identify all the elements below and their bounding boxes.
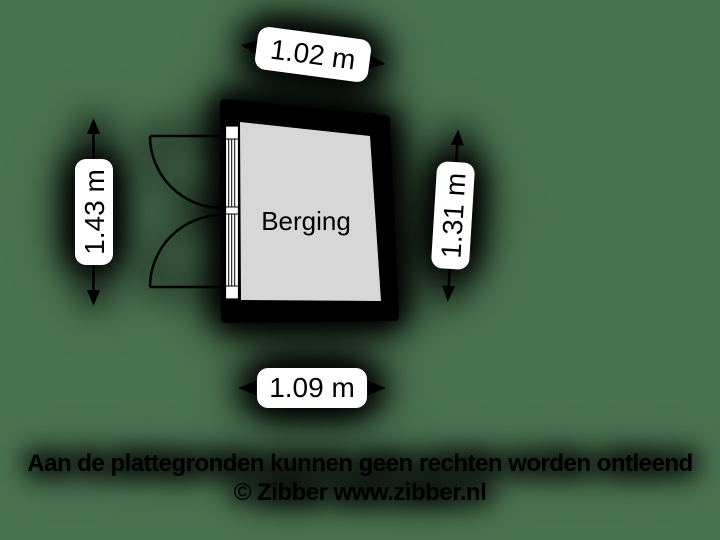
dimension-pill [75,159,113,265]
dimension-right: 1.31 m [431,129,475,302]
arrow-up-icon [450,129,464,146]
dimension-pill [255,27,371,82]
dimension-top: 1.02 m [240,27,386,82]
credit-text: © Zibber www.zibber.nl [233,479,487,506]
arrow-right-icon [366,54,386,70]
dimension-left-value: 1.43 m [79,169,110,255]
room-label: Berging [261,206,351,236]
arrow-down-icon [87,290,100,306]
arrow-left-icon [240,39,260,55]
door-swing-arc-bottom [148,213,223,288]
dimension-bottom: 1.09 m [238,368,386,408]
footer: Aan de plattegronden kunnen geen rechten… [0,449,720,507]
door-swing-arc-top [148,135,223,210]
dimension-left: 1.43 m [75,118,113,306]
arrow-up-icon [87,118,100,134]
dimension-pill [431,161,475,270]
door-frame [224,125,240,300]
arrow-down-icon [442,285,456,302]
dimension-right-value: 1.31 m [435,172,471,259]
arrow-right-icon [368,381,386,395]
room-floor [240,122,381,301]
arrow-left-icon [238,381,256,395]
dimension-pill [257,368,367,408]
disclaimer-text: Aan de plattegronden kunnen geen rechten… [27,450,693,477]
door-swing-arcs [148,134,223,289]
dimension-bottom-value: 1.09 m [269,372,355,403]
